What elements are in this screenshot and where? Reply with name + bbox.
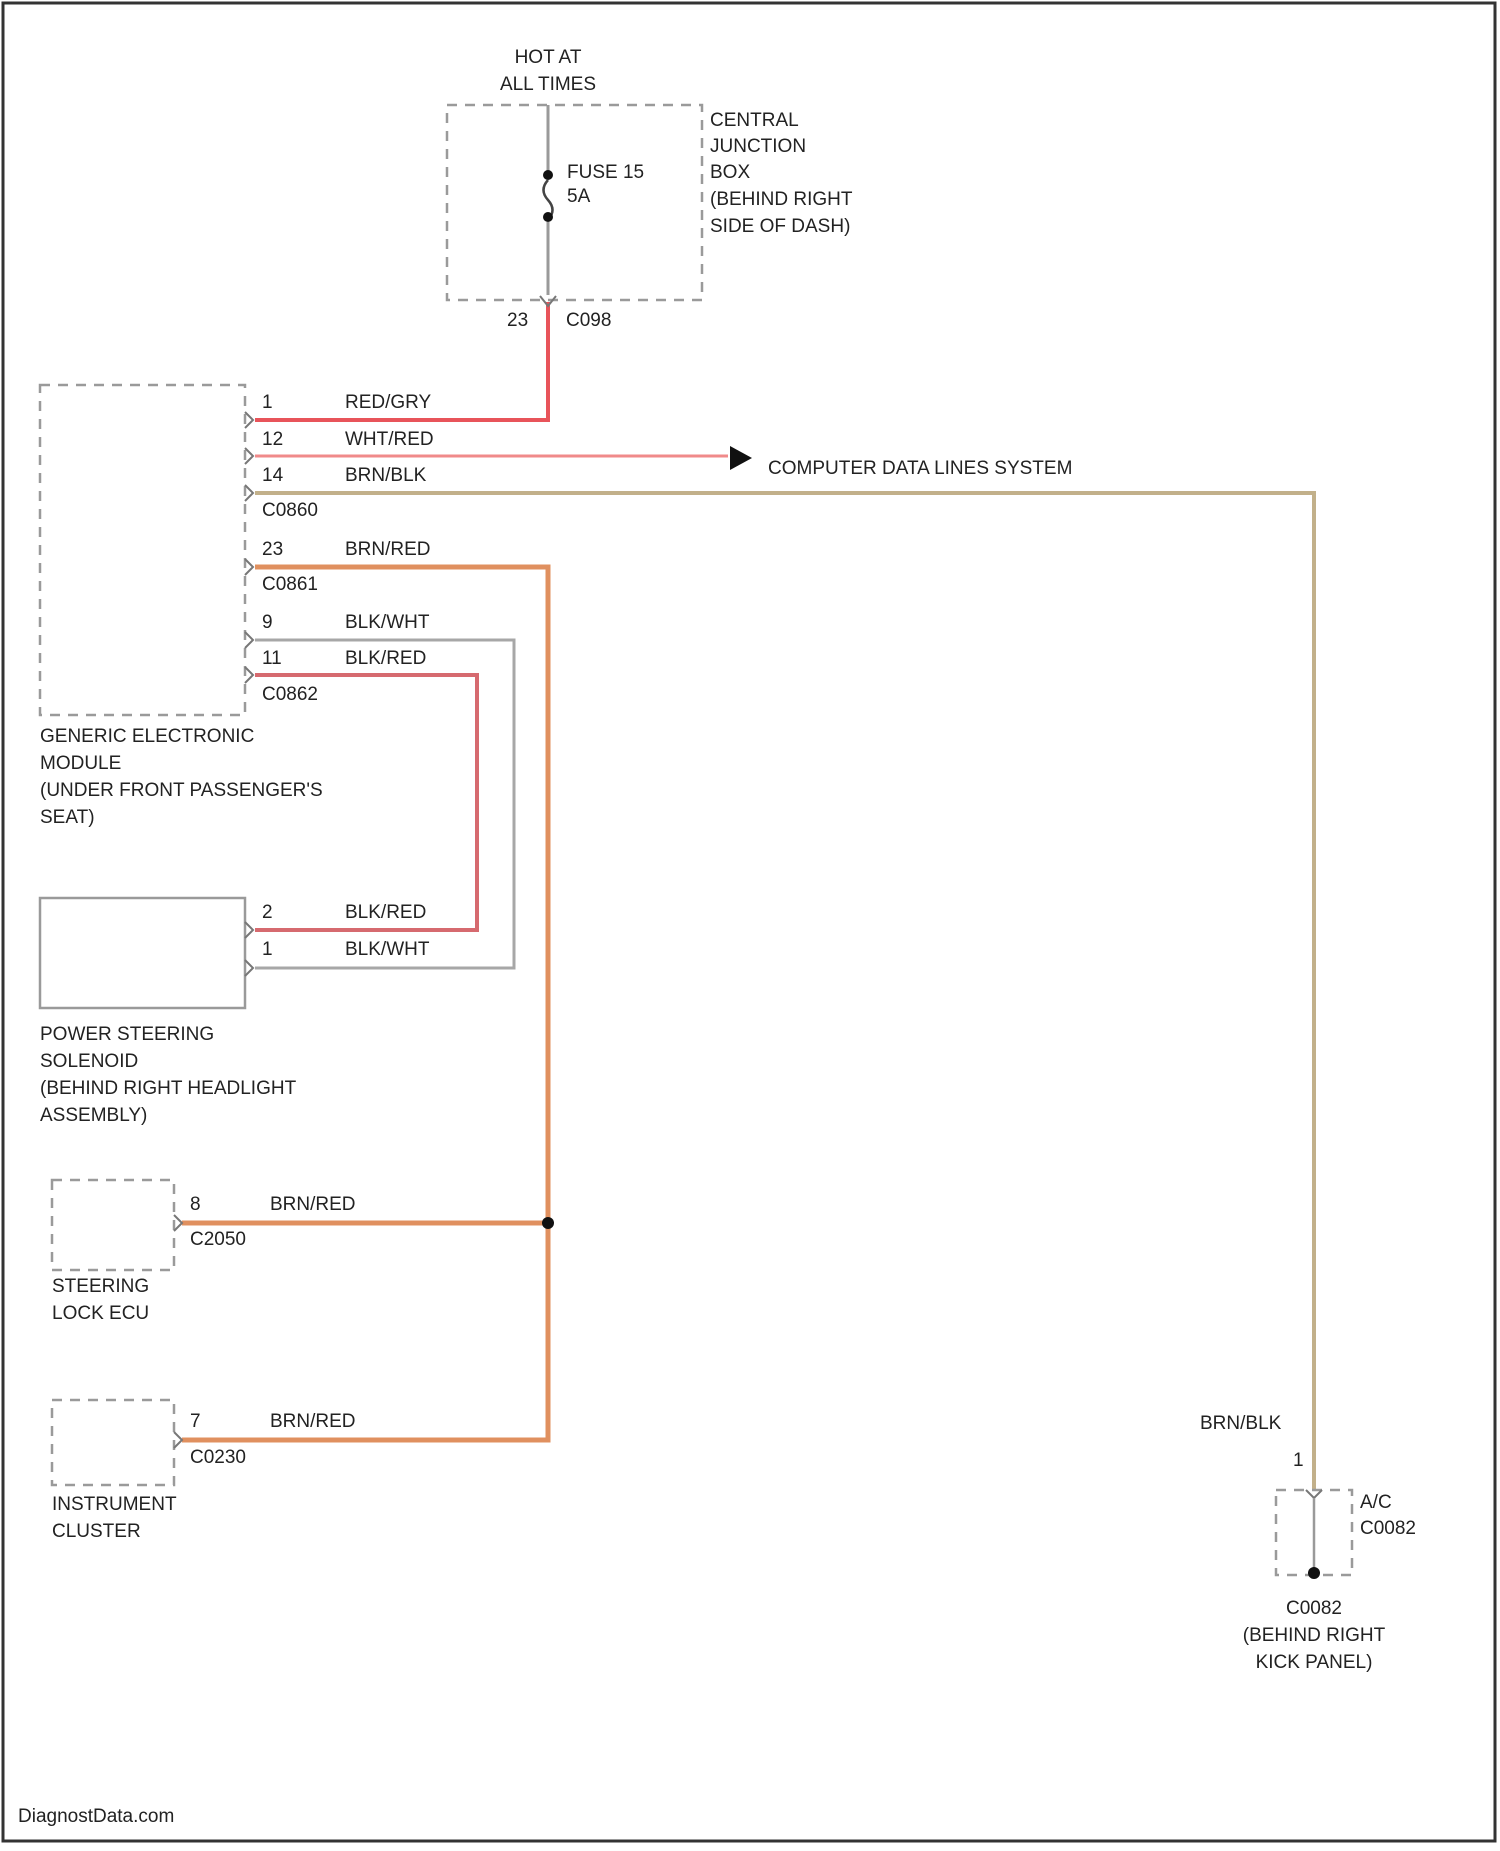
data-lines-reference: COMPUTER DATA LINES SYSTEM <box>730 446 1072 479</box>
ac-pin: 1 <box>1293 1450 1304 1471</box>
watermark: DiagnostData.com <box>18 1806 174 1827</box>
steering-lock-label-1: STEERING <box>52 1276 149 1297</box>
gem-pin-1: 1 <box>262 392 273 413</box>
steering-lock-wire: BRN/RED <box>270 1194 356 1215</box>
ps-pin-2: 2 <box>262 902 273 923</box>
gem-label-3: (UNDER FRONT PASSENGER'S <box>40 780 323 801</box>
ps-label-4: ASSEMBLY) <box>40 1105 147 1126</box>
arrow-right-icon <box>730 446 752 470</box>
gem-wire-14: BRN/BLK <box>345 465 427 486</box>
fuse-rating: 5A <box>567 186 591 207</box>
junction-box-label-3: BOX <box>710 162 750 183</box>
junction-box-pin: 23 <box>507 310 528 331</box>
instrument-cluster: 7 BRN/RED C0230 INSTRUMENT CLUSTER <box>52 1400 356 1542</box>
cluster-outline <box>52 1400 174 1485</box>
ground-label-1: C0082 <box>1286 1598 1342 1619</box>
gem-wire-12: WHT/RED <box>345 429 434 450</box>
ps-label-3: (BEHIND RIGHT HEADLIGHT <box>40 1078 297 1099</box>
diagram-frame <box>3 3 1495 1841</box>
junction-box-label-5: SIDE OF DASH) <box>710 216 850 237</box>
gem-connector-1: C0860 <box>262 500 318 521</box>
fuse-terminal-top <box>543 170 553 180</box>
ground-label-3: KICK PANEL) <box>1256 1652 1373 1673</box>
ac-wire-label: BRN/BLK <box>1200 1413 1282 1434</box>
ground-icon <box>1308 1567 1320 1579</box>
gem-wire-1: RED/GRY <box>345 392 432 413</box>
ps-solenoid-outline <box>40 898 245 1008</box>
fuse-name: FUSE 15 <box>567 162 644 183</box>
cluster-label-1: INSTRUMENT <box>52 1494 177 1515</box>
steering-lock-ecu: 8 BRN/RED C2050 STEERING LOCK ECU <box>52 1180 554 1324</box>
power-source-label-2: ALL TIMES <box>500 74 596 95</box>
gem-connector-3: C0862 <box>262 684 318 705</box>
gem-outline <box>40 385 245 715</box>
central-junction-box: HOT AT ALL TIMES FUSE 15 5A CENTRAL JUNC… <box>447 47 853 331</box>
gem-label-2: MODULE <box>40 753 121 774</box>
gem-pin-9: 9 <box>262 612 273 633</box>
gem-connector-2: C0861 <box>262 574 318 595</box>
ac-ground: BRN/BLK 1 A/C C0082 C0082 (BEHIND RIGHT … <box>1200 1413 1416 1673</box>
ground-label-2: (BEHIND RIGHT <box>1243 1625 1386 1646</box>
steering-lock-pin: 8 <box>190 1194 201 1215</box>
data-lines-label: COMPUTER DATA LINES SYSTEM <box>768 458 1072 479</box>
gem-pin-11: 11 <box>262 648 282 669</box>
steering-lock-connector: C2050 <box>190 1229 246 1250</box>
generic-electronic-module: 1 RED/GRY 12 WHT/RED 14 BRN/BLK C0860 23… <box>40 385 434 828</box>
gem-label-4: SEAT) <box>40 807 95 828</box>
wire-brn-blk <box>255 493 1314 1490</box>
steering-lock-outline <box>52 1180 174 1270</box>
ps-pin-1: 1 <box>262 939 273 960</box>
gem-wire-11: BLK/RED <box>345 648 426 669</box>
ps-label-1: POWER STEERING <box>40 1024 214 1045</box>
power-steering-solenoid: 2 BLK/RED 1 BLK/WHT POWER STEERING SOLEN… <box>40 898 430 1126</box>
ac-label-2: C0082 <box>1360 1518 1416 1539</box>
gem-pin-12: 12 <box>262 429 283 450</box>
cluster-connector: C0230 <box>190 1447 246 1468</box>
junction-box-label-1: CENTRAL <box>710 110 799 131</box>
fuse-terminal-bottom <box>543 212 553 222</box>
junction-box-label-2: JUNCTION <box>710 136 806 157</box>
ps-wire-2: BLK/RED <box>345 902 426 923</box>
wire-brn-red-trunk <box>182 567 548 1440</box>
gem-pin-23: 23 <box>262 539 283 560</box>
splice-dot <box>542 1217 554 1229</box>
cluster-wire: BRN/RED <box>270 1411 356 1432</box>
gem-label-1: GENERIC ELECTRONIC <box>40 726 254 747</box>
junction-box-label-4: (BEHIND RIGHT <box>710 189 853 210</box>
ps-wire-1: BLK/WHT <box>345 939 430 960</box>
gem-pin-14: 14 <box>262 465 284 486</box>
power-source-label-1: HOT AT <box>515 47 582 68</box>
steering-lock-label-2: LOCK ECU <box>52 1303 149 1324</box>
junction-box-connector: C098 <box>566 310 611 331</box>
cluster-pin: 7 <box>190 1411 201 1432</box>
gem-wire-23: BRN/RED <box>345 539 431 560</box>
wire-blk-red <box>255 675 477 930</box>
ps-label-2: SOLENOID <box>40 1051 138 1072</box>
cluster-label-2: CLUSTER <box>52 1521 141 1542</box>
ac-label-1: A/C <box>1360 1492 1392 1513</box>
gem-wire-9: BLK/WHT <box>345 612 430 633</box>
